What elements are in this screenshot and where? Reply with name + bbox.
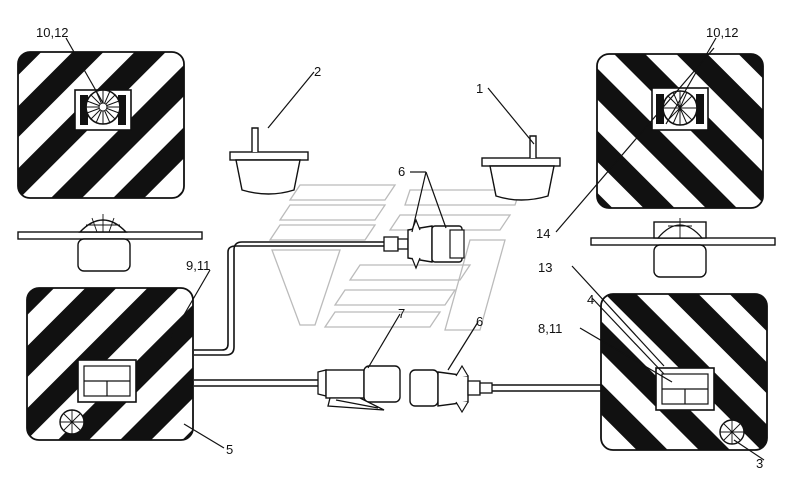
callout-10-12-right: 10,12	[706, 25, 739, 40]
watermark-logo	[268, 184, 521, 331]
bracket-lamp-part-2	[229, 127, 309, 195]
callout-8-11: 8,11	[538, 321, 562, 336]
callout-10-12-left: 10,12	[36, 25, 69, 40]
callout-6-upper: 6	[398, 164, 405, 179]
callout-6-lower: 6	[476, 314, 483, 329]
reflector-board-top-right	[596, 53, 764, 209]
callout-9-11: 9,11	[186, 258, 210, 273]
upper-cable-harness	[194, 218, 465, 356]
connector-plug-6-upper	[407, 225, 433, 263]
reflector-board-bottom-left	[26, 287, 194, 441]
callout-2: 2	[314, 64, 321, 79]
callout-1: 1	[476, 81, 483, 96]
connector-7	[325, 369, 365, 399]
reflector-board-bottom-right	[600, 293, 768, 451]
connector-6-lower	[409, 369, 439, 407]
bracket-lamp-part-1	[481, 135, 561, 201]
callout-14: 14	[536, 226, 550, 241]
callout-13: 13	[538, 260, 552, 275]
callout-5: 5	[226, 442, 233, 457]
reflector-board-top-left	[17, 51, 185, 199]
lower-cable-harness	[194, 364, 601, 414]
plate-lamp-left	[17, 214, 203, 272]
callout-7: 7	[398, 306, 405, 321]
leader-lines	[65, 37, 765, 461]
callout-4: 4	[587, 292, 594, 307]
callout-labels: 10,12 10,12 2 1 6 14 9,11 13 4 7 6 8,11 …	[36, 25, 763, 471]
plate-lamp-right	[590, 218, 776, 278]
callout-3: 3	[756, 456, 763, 471]
